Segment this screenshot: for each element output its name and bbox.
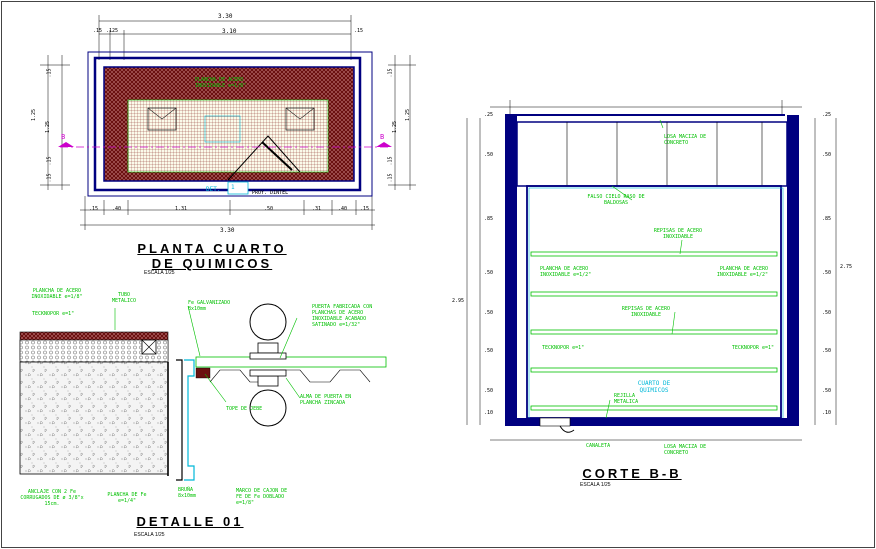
section-dimension-lines: [466, 100, 837, 441]
plan-dim-left-0: 1.25: [31, 108, 38, 122]
section-plancha-right-label: PLANCHA DE ACERO INOXIDABLE e=1/2": [716, 266, 768, 278]
detail-tope-label: TOPE DE JEBE: [226, 406, 263, 412]
plan-dim-bottom-5: .40: [338, 206, 348, 212]
plan-dim-left-2: 1.25: [45, 120, 52, 134]
plan-dim-right-2: 1.25: [392, 120, 399, 134]
annotation-leaders: [114, 119, 683, 419]
section-dim-right-4: .50: [822, 310, 832, 316]
plan-det-label: DET.: [206, 186, 221, 193]
plan-plancha-label: PLANCHA DE ACERO INOXIDABLE e=1/8": [195, 77, 247, 89]
section-scale: ESCALA 1/25: [580, 482, 611, 488]
shelves: [530, 251, 778, 411]
section-dim-left-2: .85: [484, 216, 494, 222]
section-dim-right-7: .10: [822, 410, 832, 416]
detail-tecknopor-label: TECKNOPOR e=1": [32, 311, 75, 317]
section-dim-right-total: 2.75: [840, 264, 853, 270]
plan-title-line1: PLANTA CUARTO: [137, 241, 287, 256]
section-cuarto-label: CUARTO DE QUIMICOS: [637, 380, 671, 394]
plan-dim-bottom-0: .15: [89, 206, 99, 212]
plan-dim-bottom-6: .15: [360, 206, 370, 212]
plan-title-line2: DE QUIMICOS: [151, 256, 273, 271]
plan-dim-top-a: .15: [93, 28, 103, 34]
plan-section-mark-left: B: [61, 133, 66, 141]
plan-dim-bottom-3: .50: [264, 206, 274, 212]
section-plancha-left-label: PLANCHA DE ACERO INOXIDABLE e=1/2": [540, 266, 592, 278]
section-tecknopor-right-label: TECKNOPOR e=1": [731, 345, 774, 351]
detail-marco-label: MARCO DE CAJON DE FE DE Fe DOBLADO e=1/8…: [236, 488, 288, 506]
detail-plancha-fe-label: PLANCHA DE Fe e=1/4": [107, 492, 147, 504]
section-dim-left-total: 2.95: [452, 298, 465, 304]
plan-dim-top-inner: 3.10: [222, 28, 237, 35]
section-rejilla-label: REJILLA METALICA: [614, 393, 639, 405]
section-title: CORTE B-B: [582, 466, 682, 481]
detail-anclaje-label: ANCLAJE CON 2 Fe CORRUGADOS DE ø 3/8"x 1…: [20, 489, 84, 507]
plan-dim-right-4: .15: [387, 173, 394, 183]
plan-dim-top-total: 3.30: [218, 13, 233, 20]
detail-puerta-label: PUERTA FABRICADA CON PLANCHAS DE ACERO I…: [312, 304, 373, 328]
plan-dim-top-b: .125: [106, 28, 119, 34]
detail-scale: ESCALA 1/25: [134, 532, 165, 538]
section-falso-label: FALSO CIELO RASO DE BALDOSAS: [587, 194, 645, 206]
section-dim-left-4: .50: [484, 310, 494, 316]
section-dim-right-3: .50: [822, 270, 832, 276]
plan-proy-label: PROY. DINTEL: [252, 190, 289, 196]
plan-dim-right-1: .15: [387, 68, 394, 78]
detail-bruna-label: BRUÑA 8x10mm: [178, 487, 197, 499]
section-dim-right-2: .85: [822, 216, 832, 222]
detail-title: DETALLE 01: [136, 514, 244, 529]
plan-det-num: 1: [231, 184, 235, 191]
section-dim-left-0: .25: [484, 112, 494, 118]
plan-dim-top-c: .15: [354, 28, 364, 34]
detail-tubo-label: TUBO METALICO: [111, 292, 137, 304]
detail-alma-label: ALMA DE PUERTA EN PLANCHA ZINCADA: [300, 394, 352, 406]
section-dim-left-7: .10: [484, 410, 494, 416]
detail-view: [19, 303, 387, 481]
detail-plancha-label: PLANCHA DE ACERO INOXIDABLE e=1/8": [31, 288, 83, 300]
plan-view: [40, 15, 416, 230]
plan-dim-left-1: .15: [46, 68, 53, 78]
section-canaleta-label: CANALETA: [586, 443, 611, 449]
section-view: [466, 100, 837, 441]
plan-dim-bottom-total: 3.30: [220, 227, 235, 234]
section-tecknopor-left-label: TECKNOPOR e=1": [542, 345, 585, 351]
section-repisas2-label: REPISAS DE ACERO INOXIDABLE: [621, 306, 671, 318]
plan-dim-bottom-1: .40: [112, 206, 122, 212]
plan-dim-left-4: .15: [46, 173, 53, 183]
plan-section-mark-right: B: [380, 133, 385, 141]
plan-title: PLANTA CUARTO DE QUIMICOS: [132, 241, 292, 271]
section-dim-left-6: .50: [484, 388, 494, 394]
section-dim-left-3: .50: [484, 270, 494, 276]
detail-fe-galv-label: Fe GALVANIZADO 8x10mm: [188, 300, 231, 312]
section-repisas1-label: REPISAS DE ACERO INOXIDABLE: [653, 228, 703, 240]
plan-scale: ESCALA 1/25: [144, 270, 175, 276]
plan-dim-left-3: .15: [46, 156, 53, 166]
section-losa-bot-label: LOSA MACIZA DE CONCRETO: [664, 444, 707, 456]
plan-dim-right-3: .15: [387, 156, 394, 166]
section-losa-top-label: LOSA MACIZA DE CONCRETO: [664, 134, 707, 146]
section-dim-right-1: .50: [822, 152, 832, 158]
section-dim-left-5: .50: [484, 348, 494, 354]
section-dim-right-6: .50: [822, 388, 832, 394]
section-dim-right-5: .50: [822, 348, 832, 354]
plan-dim-right-0: 1.25: [405, 108, 412, 122]
plan-dim-bottom-2: 1.31: [175, 206, 188, 212]
plan-dim-bottom-4: .31: [312, 206, 322, 212]
section-dim-right-0: .25: [822, 112, 832, 118]
section-dim-left-1: .50: [484, 152, 494, 158]
